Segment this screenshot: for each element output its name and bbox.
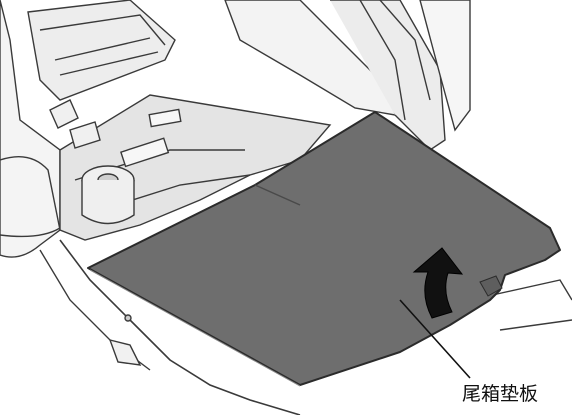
panel-shape <box>87 111 561 386</box>
trunk-floor-panel <box>87 111 561 387</box>
panel-notch <box>479 275 503 297</box>
callout-leader-line <box>399 299 471 379</box>
lift-arrow-icon <box>412 247 464 319</box>
panel-fold-line <box>254 184 301 206</box>
callout-label: 尾箱垫板 <box>462 383 539 405</box>
